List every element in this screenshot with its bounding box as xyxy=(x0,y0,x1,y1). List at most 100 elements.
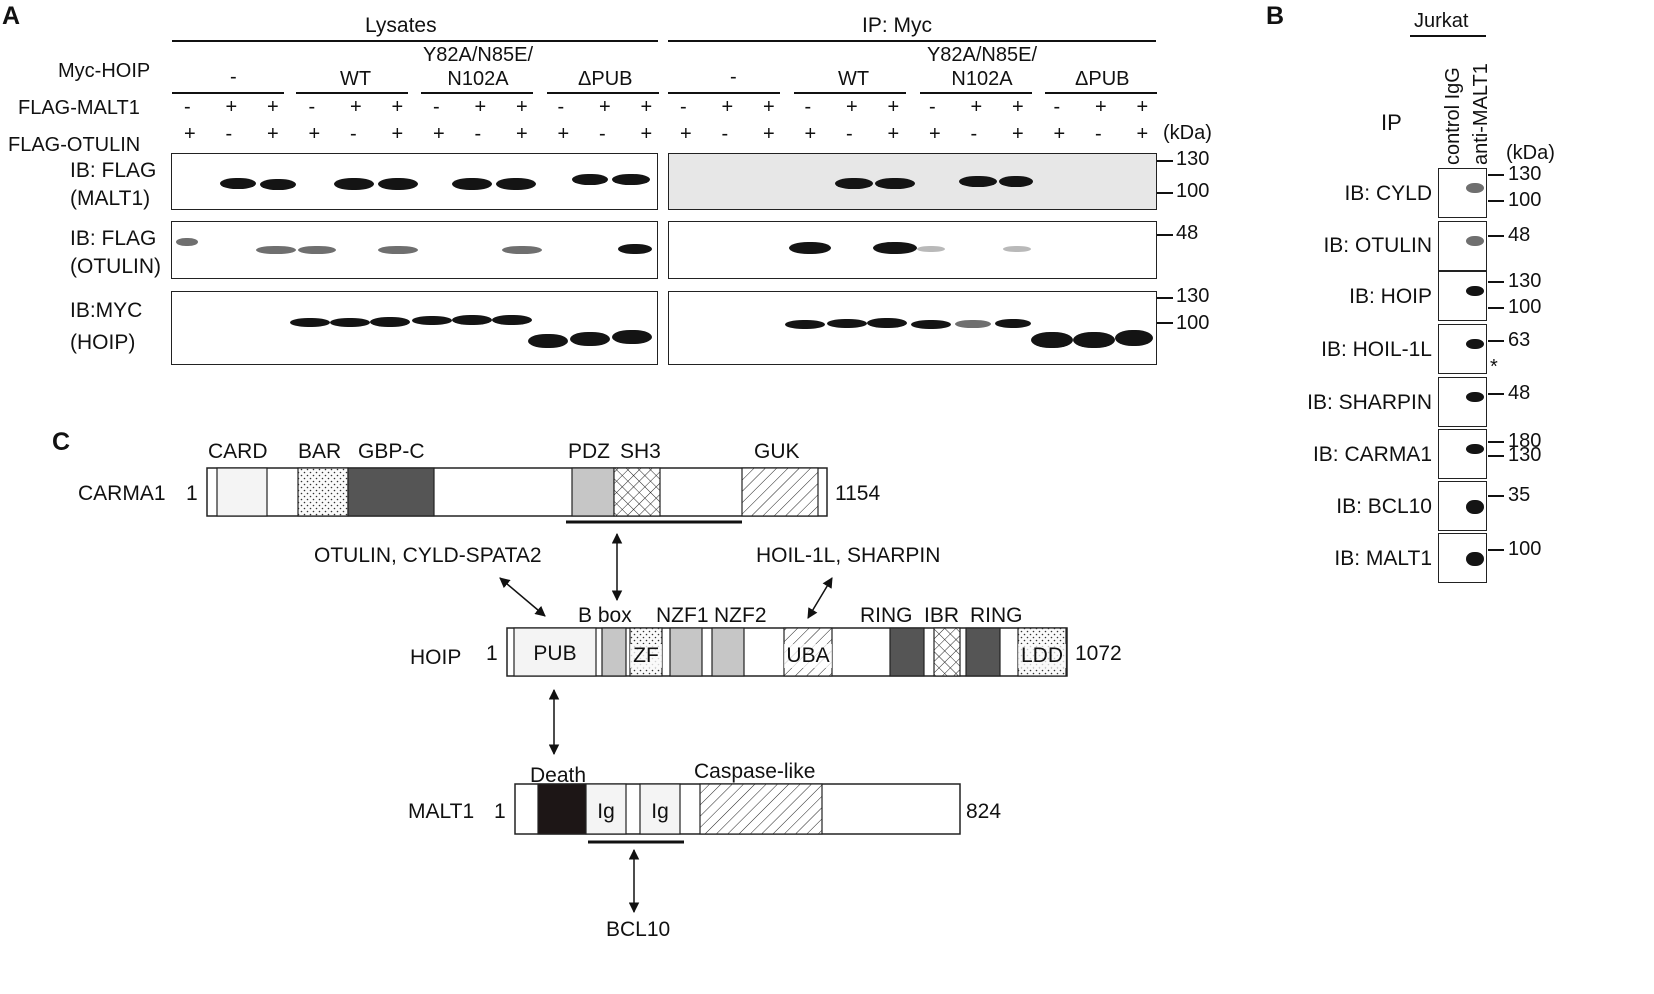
marker-tick xyxy=(1157,297,1173,299)
lane-sign: + xyxy=(804,123,817,145)
group-underline xyxy=(296,92,408,94)
band xyxy=(873,242,917,254)
panel-b-blot xyxy=(1438,324,1487,374)
marker-label: 35 xyxy=(1508,484,1531,506)
blot-ip-otulin xyxy=(668,221,1157,279)
panel-b-blot-label: IB: SHARPIN xyxy=(1307,391,1432,414)
lane-sign: - xyxy=(433,96,440,118)
lane-sign: - xyxy=(474,123,482,145)
band xyxy=(502,246,542,254)
lane-sign: + xyxy=(391,96,404,118)
lane-sign: + xyxy=(640,123,653,145)
marker-label: 48 xyxy=(1508,382,1531,404)
bbox-domain xyxy=(601,627,627,677)
marker-tick xyxy=(1488,549,1504,551)
malt1-start: 1 xyxy=(494,800,506,823)
band xyxy=(999,176,1033,187)
marker-tick xyxy=(1157,160,1173,162)
marker-tick xyxy=(1488,235,1504,237)
pub-domain xyxy=(513,627,597,677)
lysates-line xyxy=(172,40,658,42)
lane-sign: + xyxy=(184,123,196,145)
panel-b-blot xyxy=(1438,533,1487,583)
carma1-domain-pdz: PDZ xyxy=(568,440,610,463)
lane-sign: + xyxy=(1136,96,1149,118)
hoip-domain-bbox: B box xyxy=(578,604,632,627)
lane-sign: - xyxy=(804,96,812,118)
band xyxy=(1115,330,1153,346)
lane-sign: - xyxy=(846,123,853,145)
band xyxy=(378,178,418,190)
death-domain xyxy=(537,783,587,835)
blot3-label-line1: IB:MYC xyxy=(70,299,143,322)
lane-sign: + xyxy=(763,123,775,145)
blot2-label-line1: IB: FLAG xyxy=(70,227,157,250)
marker-130: 130 xyxy=(1176,148,1210,170)
marker-label: 180 xyxy=(1508,430,1542,452)
group-mutant-2: N102A xyxy=(951,68,1013,90)
hoip-domain-uba: UBA xyxy=(784,644,832,668)
kda-label-b: (kDa) xyxy=(1506,142,1555,164)
marker-tick xyxy=(1488,455,1504,457)
marker-tick xyxy=(1488,281,1504,283)
panel-b-blot xyxy=(1438,481,1487,531)
malt1-name: MALT1 xyxy=(408,800,475,823)
group-dpub: ΔPUB xyxy=(578,68,633,90)
kda-label: (kDa) xyxy=(1163,122,1212,144)
lane-sign: + xyxy=(887,96,900,118)
lane-sign: + xyxy=(433,123,445,145)
band xyxy=(570,332,610,346)
malt1-domain-caspase: Caspase-like xyxy=(694,760,816,783)
blot3-label-line2: (HOIP) xyxy=(70,331,136,354)
band xyxy=(496,178,536,190)
lane-sign: + xyxy=(887,123,900,145)
band xyxy=(789,242,831,254)
blot-lysate-malt1 xyxy=(171,153,658,210)
carma1-end: 1154 xyxy=(835,482,881,505)
flag-malt1-label: FLAG-MALT1 xyxy=(18,97,140,119)
band xyxy=(298,246,336,254)
hoip-domain-ldd: LDD xyxy=(1018,644,1066,668)
carma1-start: 1 xyxy=(186,482,198,505)
malt1-end: 824 xyxy=(966,800,1002,823)
band xyxy=(1466,444,1484,454)
ig2-domain xyxy=(639,783,681,835)
marker-100: 100 xyxy=(1176,180,1210,202)
band xyxy=(412,316,452,325)
card-domain xyxy=(216,467,268,517)
hoip-domain-ibr: IBR xyxy=(924,604,960,627)
lane-sign: + xyxy=(680,123,692,145)
marker-48: 48 xyxy=(1176,222,1199,244)
band xyxy=(835,178,873,189)
lane-sign: + xyxy=(474,96,487,118)
band xyxy=(260,179,296,190)
band xyxy=(1466,552,1484,566)
group-underline xyxy=(421,92,533,94)
band xyxy=(917,246,945,252)
asterisk: * xyxy=(1490,356,1498,378)
marker-tick xyxy=(1488,174,1504,176)
lane-sign: + xyxy=(557,123,570,145)
band xyxy=(911,320,951,329)
panel-b-blot xyxy=(1438,377,1487,427)
carma1-domain-card: CARD xyxy=(208,440,268,463)
group-underline xyxy=(668,92,780,94)
lane-sign: + xyxy=(970,96,983,118)
marker-tick xyxy=(1488,340,1504,342)
panel-c-letter: C xyxy=(52,428,71,456)
band xyxy=(1466,183,1484,193)
marker-label: 100 xyxy=(1508,189,1542,211)
group-mutant-1: Y82A/N85E/ xyxy=(926,44,1038,66)
band xyxy=(1003,246,1031,252)
ip-label: IP xyxy=(1381,110,1402,135)
hoip-domain-zf: ZF xyxy=(630,644,662,668)
hoip-domain-nzf1: NZF1 xyxy=(656,604,709,627)
carma1-protein xyxy=(206,467,828,524)
blot1-label-line1: IB: FLAG xyxy=(70,159,157,182)
lane-sign: - xyxy=(225,123,233,145)
marker-label: 100 xyxy=(1508,296,1542,318)
band xyxy=(827,319,867,328)
malt1-protein xyxy=(514,783,961,844)
band xyxy=(452,178,492,190)
band xyxy=(492,315,532,325)
